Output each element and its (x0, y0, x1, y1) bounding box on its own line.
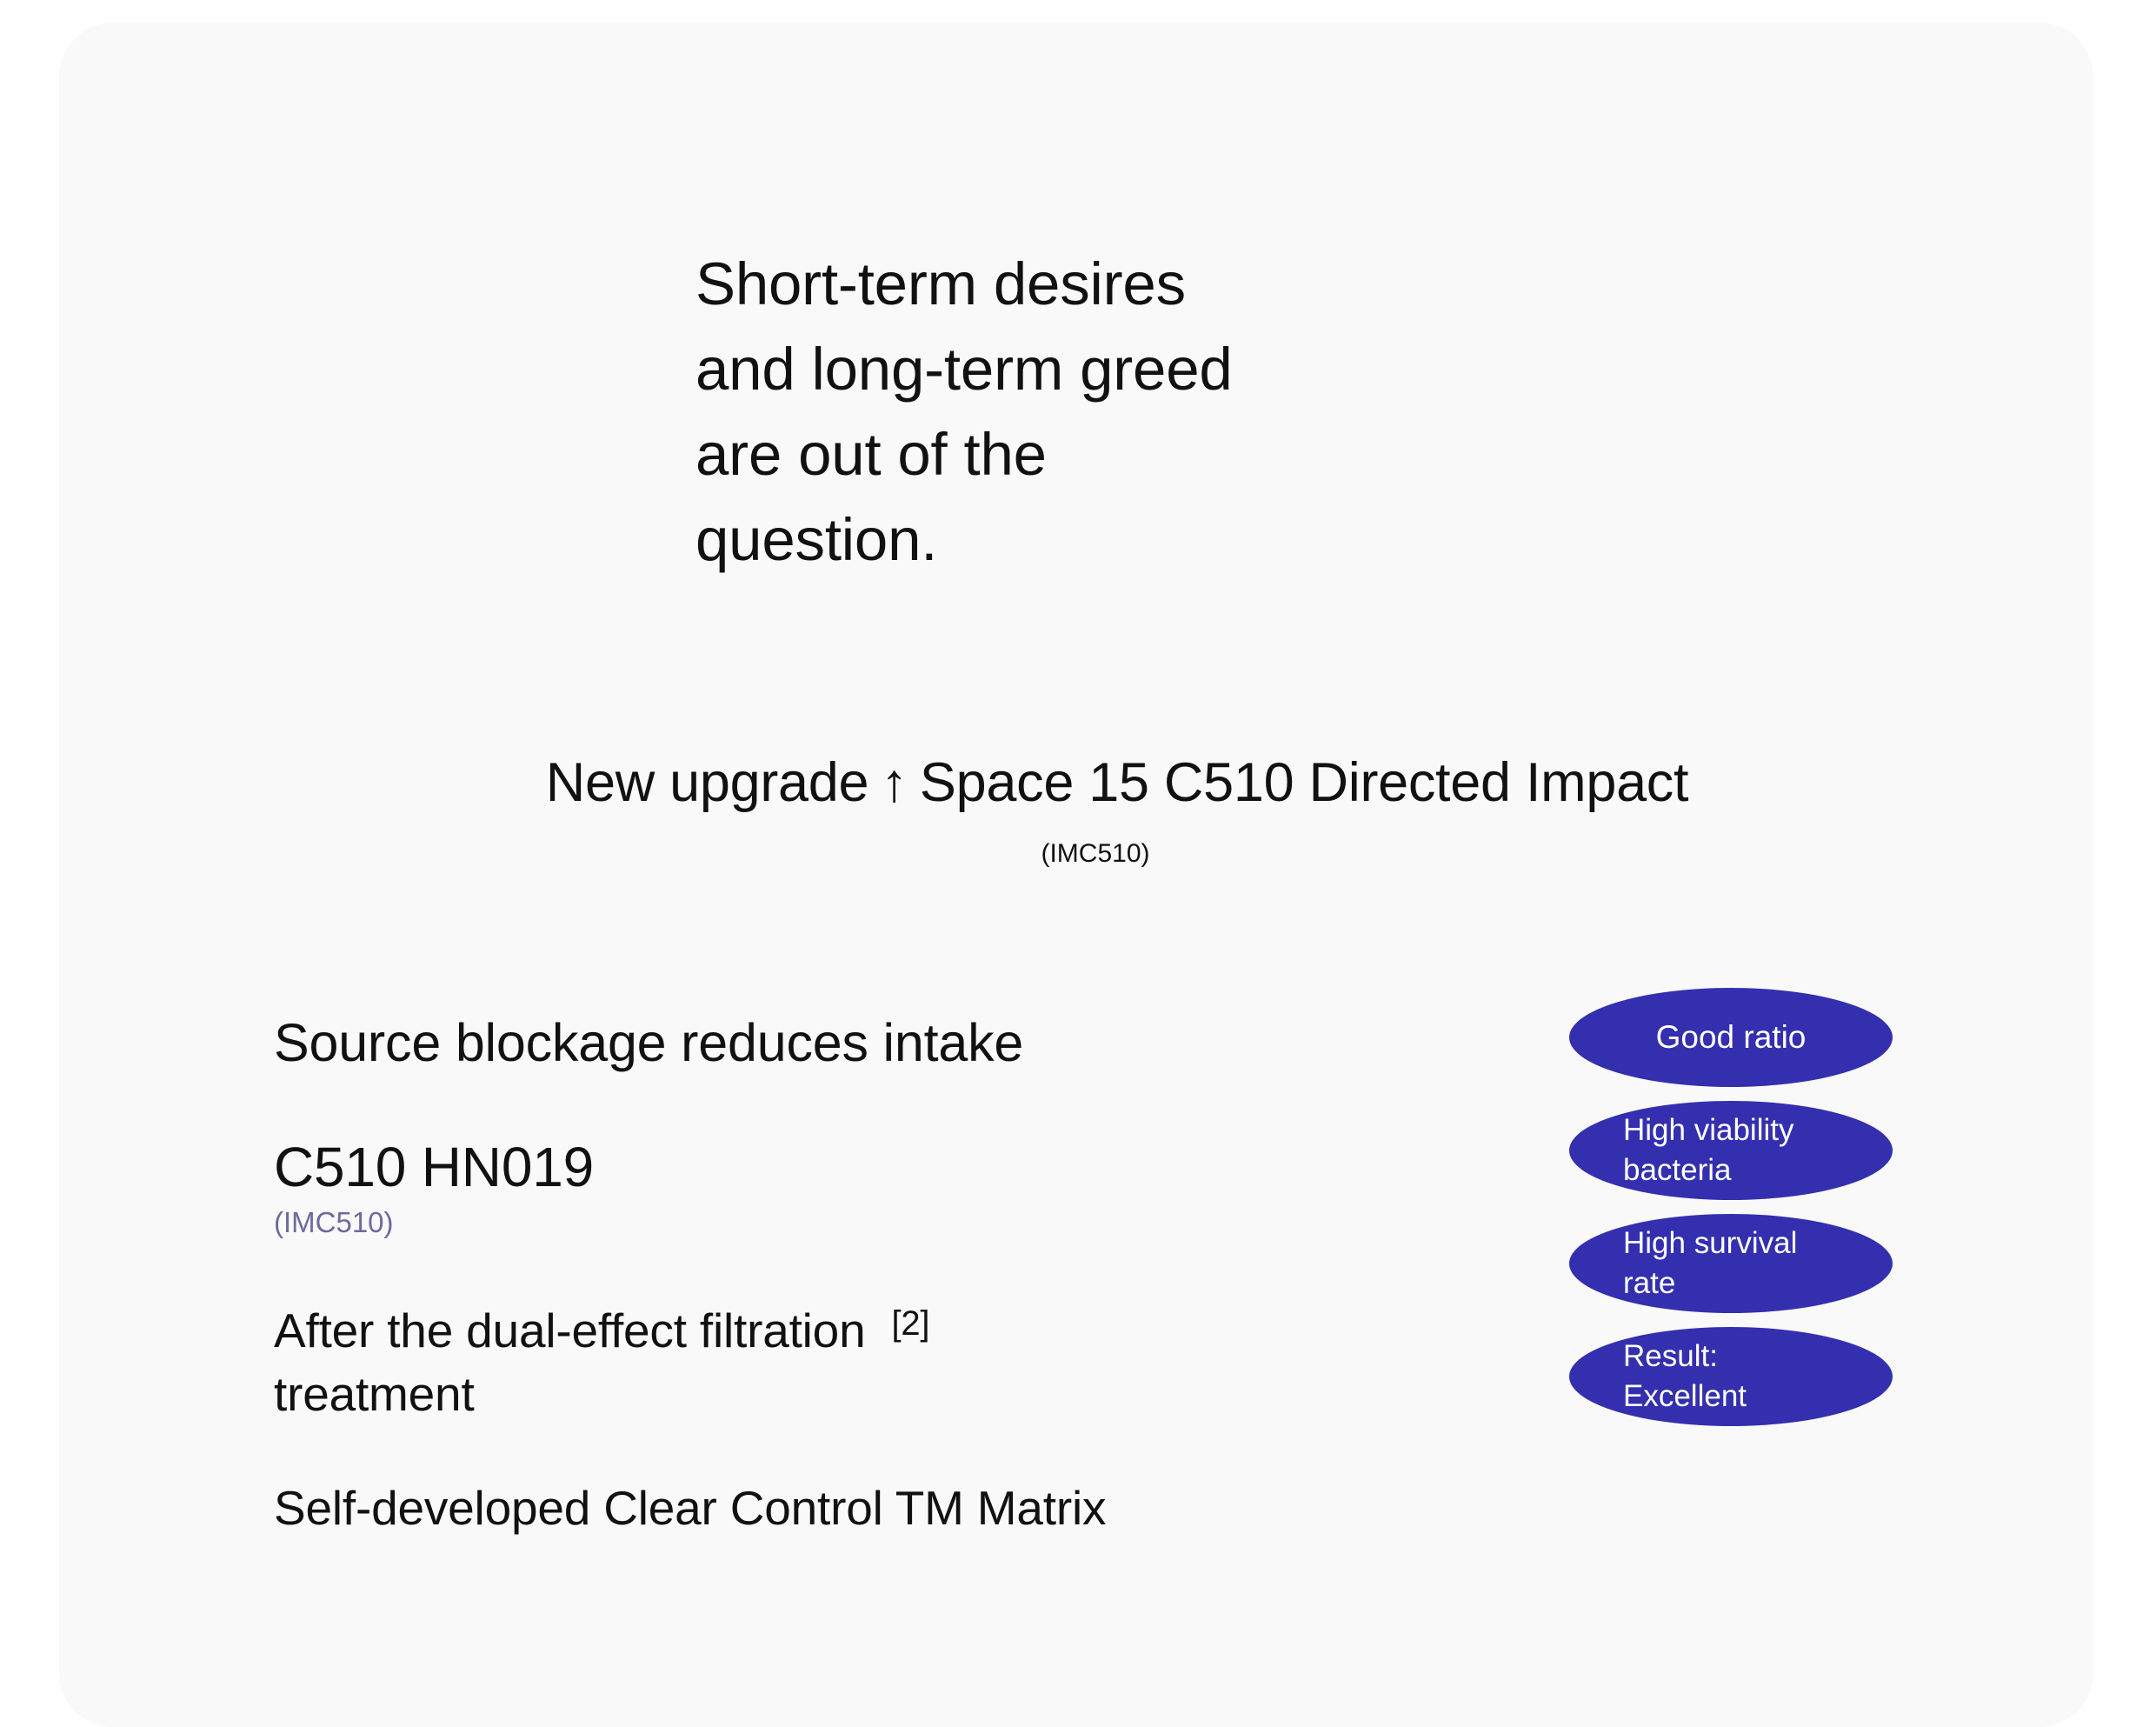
body-heading-primary: Source blockage reduces intake (274, 1013, 1024, 1072)
badge-label: Good ratio (1569, 1017, 1893, 1057)
body-paragraph-line-1: After the dual-effect filtration [2] (274, 1292, 1526, 1363)
badge-label-line: High survival (1623, 1226, 1798, 1260)
product-name: C510 HN019 (274, 1136, 595, 1198)
slide-card (59, 23, 2093, 1727)
badge-high-viability-bacteria[interactable]: High viability bacteria (1569, 1101, 1893, 1200)
reference-marker: [2] (891, 1304, 930, 1343)
quote-line-2: and long-term greed (695, 336, 1233, 403)
headline-prefix: New upgrade (545, 752, 869, 813)
quote-line-4: question. (695, 506, 938, 573)
badge-high-survival-rate[interactable]: High survival rate (1569, 1214, 1893, 1313)
quote-block: Short-term desires and long-term greed a… (695, 242, 1565, 583)
headline-subscript: (IMC510) (1041, 839, 1150, 868)
body-paragraph-text-1: After the dual-effect filtration (274, 1304, 866, 1357)
badge-stack: Good ratio High viability bacteria High … (1569, 988, 1893, 1440)
badge-good-ratio[interactable]: Good ratio (1569, 988, 1893, 1087)
body-column: Source blockage reduces intake C510 HN01… (274, 1009, 1526, 1540)
badge-label-line: High viability (1623, 1113, 1794, 1147)
badge-label-line: Excellent (1623, 1379, 1747, 1413)
body-paragraph-line-3: Self-developed Clear Control TM Matrix (274, 1481, 1107, 1535)
badge-label: High viability bacteria (1623, 1110, 1863, 1190)
badge-label-line: Good ratio (1655, 1019, 1807, 1055)
badge-result-excellent[interactable]: Result: Excellent (1569, 1327, 1893, 1426)
headline-text: New upgrade↑Space 15 C510 Directed Impac… (468, 750, 1689, 817)
product-code: (IMC510) (274, 1206, 394, 1238)
up-arrow-icon: ↑ (881, 753, 908, 813)
badge-label-line: bacteria (1623, 1153, 1732, 1187)
quote-line-1: Short-term desires (695, 250, 1186, 317)
headline-suffix: Space 15 C510 Directed Impact (919, 752, 1689, 813)
quote-line-3: are out of the (695, 421, 1047, 488)
badge-label-line: rate (1623, 1266, 1676, 1300)
badge-label: Result: Excellent (1623, 1337, 1863, 1417)
body-paragraph-line-2: treatment (274, 1367, 475, 1421)
badge-label-line: Result: (1623, 1339, 1718, 1373)
headline-row: New upgrade↑Space 15 C510 Directed Impac… (0, 750, 2156, 817)
badge-label: High survival rate (1623, 1224, 1863, 1304)
